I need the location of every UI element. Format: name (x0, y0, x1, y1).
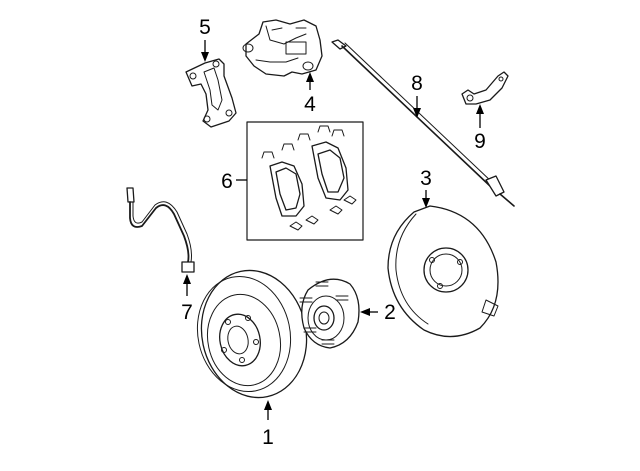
callout-1: 1 (262, 426, 274, 449)
caliper-bracket[interactable] (185, 58, 237, 128)
mounting-bracket[interactable] (461, 71, 509, 105)
callout-2: 2 (384, 301, 396, 324)
brake-caliper[interactable] (242, 19, 323, 77)
callout-9: 9 (474, 130, 486, 153)
callout-5: 5 (199, 16, 211, 39)
hub-and-bearing[interactable] (299, 278, 360, 349)
wear-sensor-cable[interactable] (126, 187, 195, 273)
brake-pad-kit[interactable] (236, 121, 364, 241)
leader-lines (183, 40, 484, 420)
callout-3: 3 (420, 167, 432, 190)
callout-8: 8 (411, 72, 423, 95)
callout-4: 4 (304, 93, 316, 116)
backing-plate[interactable] (387, 205, 499, 338)
brake-rotor[interactable] (187, 261, 318, 408)
callout-6: 6 (221, 170, 233, 193)
callout-7: 7 (181, 301, 193, 324)
